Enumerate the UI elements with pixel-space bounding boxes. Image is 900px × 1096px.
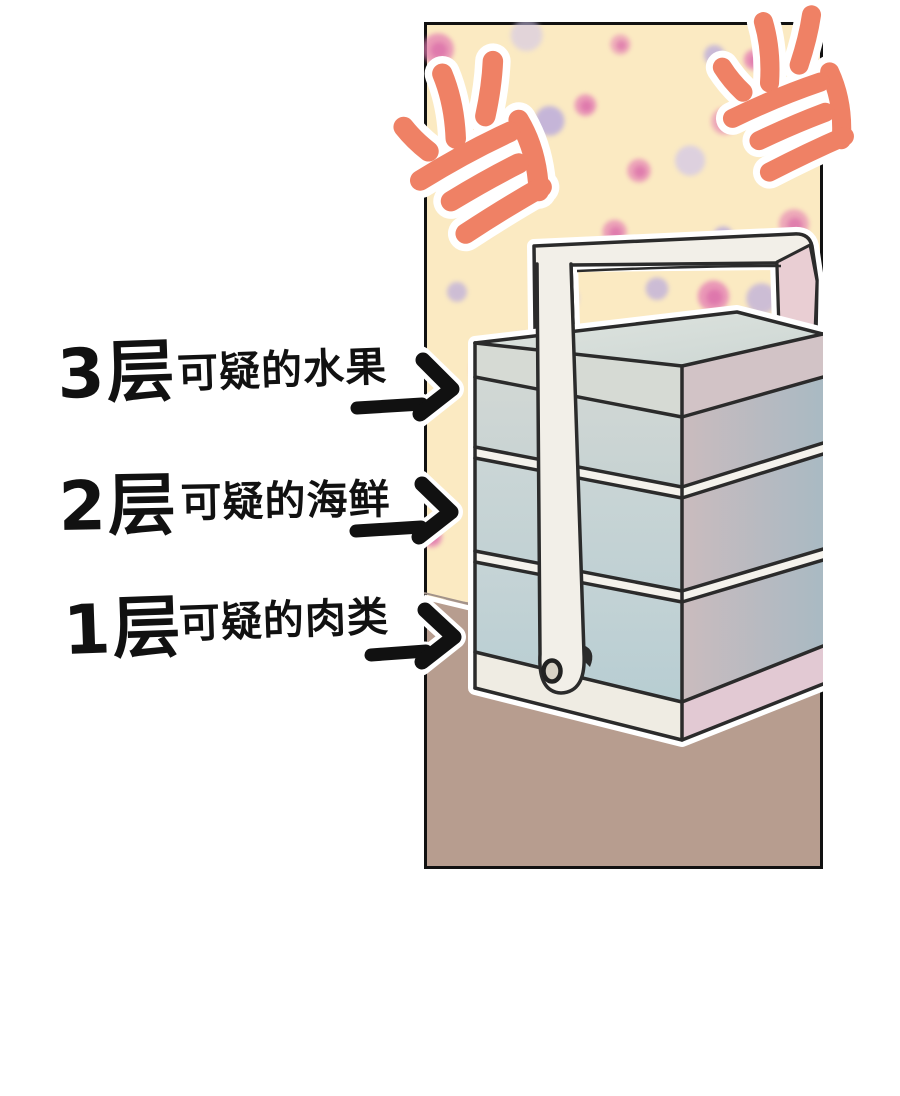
tier2-description: 可疑的海鲜 <box>180 475 391 527</box>
tier3-number: 3层 <box>55 331 178 415</box>
tier2-number: 2层 <box>57 465 179 547</box>
tier1-description: 可疑的肉类 <box>178 592 390 648</box>
tier1-number: 1层 <box>61 587 184 671</box>
tier3-description: 可疑的水果 <box>176 342 388 398</box>
